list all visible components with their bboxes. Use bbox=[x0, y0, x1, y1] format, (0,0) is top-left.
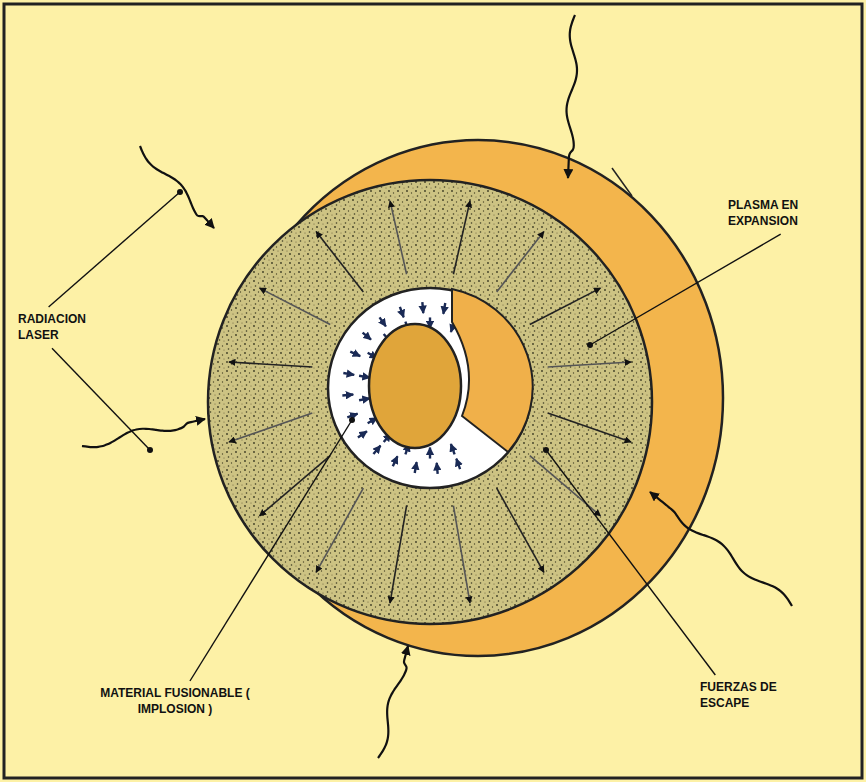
leader-line bbox=[590, 234, 781, 345]
implosion-arrow bbox=[373, 446, 380, 454]
implosion-arrow bbox=[350, 352, 360, 357]
leader-line bbox=[52, 348, 150, 450]
leader-line bbox=[546, 450, 715, 675]
implosion-arrow bbox=[359, 398, 370, 400]
leader-dot bbox=[147, 447, 153, 453]
implosion-arrow bbox=[363, 333, 371, 340]
label-box: PLASMA EN EXPANSION bbox=[728, 198, 838, 229]
fusion-core bbox=[369, 324, 461, 448]
cutaway-section bbox=[452, 289, 533, 452]
implosion-arrow bbox=[393, 456, 398, 466]
frame bbox=[4, 4, 862, 778]
implosion-arrow bbox=[347, 414, 357, 418]
laser-beam bbox=[650, 492, 792, 606]
escape-arrow bbox=[497, 232, 544, 292]
implosion-arrow bbox=[342, 393, 353, 396]
implosion-arrow bbox=[436, 463, 439, 474]
escape-arrow bbox=[390, 201, 407, 274]
implosion-arrow bbox=[415, 462, 417, 473]
escape-arrow bbox=[453, 201, 470, 274]
escape-arrow bbox=[548, 362, 631, 367]
laser-beam bbox=[378, 646, 408, 758]
escape-arrow bbox=[390, 506, 407, 603]
callout-label: RADIACION LASER bbox=[18, 312, 104, 343]
label-box: MATERIAL FUSIONABLE ( IMPLOSION ) bbox=[95, 686, 255, 717]
leader-line bbox=[190, 420, 352, 681]
leader-line bbox=[49, 192, 180, 307]
callout-label: FUERZAS DE ESCAPE bbox=[700, 680, 796, 711]
escape-arrow bbox=[530, 288, 601, 324]
implosion-arrows bbox=[342, 302, 467, 474]
leader-dot bbox=[587, 342, 593, 348]
escape-forces bbox=[229, 201, 631, 603]
escape-arrow bbox=[453, 506, 470, 603]
implosion-arrow bbox=[421, 302, 424, 313]
escape-arrow bbox=[260, 456, 331, 516]
laser-beams bbox=[82, 15, 792, 758]
escape-arrow bbox=[548, 413, 631, 442]
callout-label: PLASMA EN EXPANSION bbox=[728, 198, 838, 229]
escape-arrow bbox=[229, 362, 312, 367]
escape-arrow bbox=[530, 456, 601, 516]
label-box: RADIACION LASER bbox=[18, 312, 104, 343]
implosion-arrow bbox=[456, 459, 460, 469]
implosion-arrow bbox=[451, 444, 455, 454]
implosion-arrow bbox=[380, 317, 386, 326]
implosion-arrow bbox=[358, 431, 367, 437]
leader-dot bbox=[543, 447, 549, 453]
label-box: FUERZAS DE ESCAPE bbox=[700, 680, 796, 711]
escape-arrow bbox=[316, 232, 363, 292]
escape-arrow bbox=[260, 288, 331, 324]
shell-crack bbox=[612, 168, 632, 196]
callout-label: MATERIAL FUSIONABLE ( IMPLOSION ) bbox=[95, 686, 255, 717]
laser-beam bbox=[567, 15, 577, 178]
escape-arrow bbox=[229, 413, 312, 442]
escape-arrow bbox=[497, 488, 544, 572]
fuel-shell bbox=[328, 288, 532, 488]
laser-beam bbox=[140, 146, 214, 228]
leader-dot bbox=[177, 189, 183, 195]
leader-dot bbox=[349, 417, 355, 423]
implosion-arrow bbox=[400, 307, 404, 317]
implosion-arrow bbox=[443, 303, 445, 314]
ablator-sphere bbox=[208, 180, 652, 624]
implosion-arrow bbox=[343, 373, 354, 375]
implosion-arrow bbox=[429, 448, 431, 459]
escape-arrow bbox=[316, 488, 363, 572]
